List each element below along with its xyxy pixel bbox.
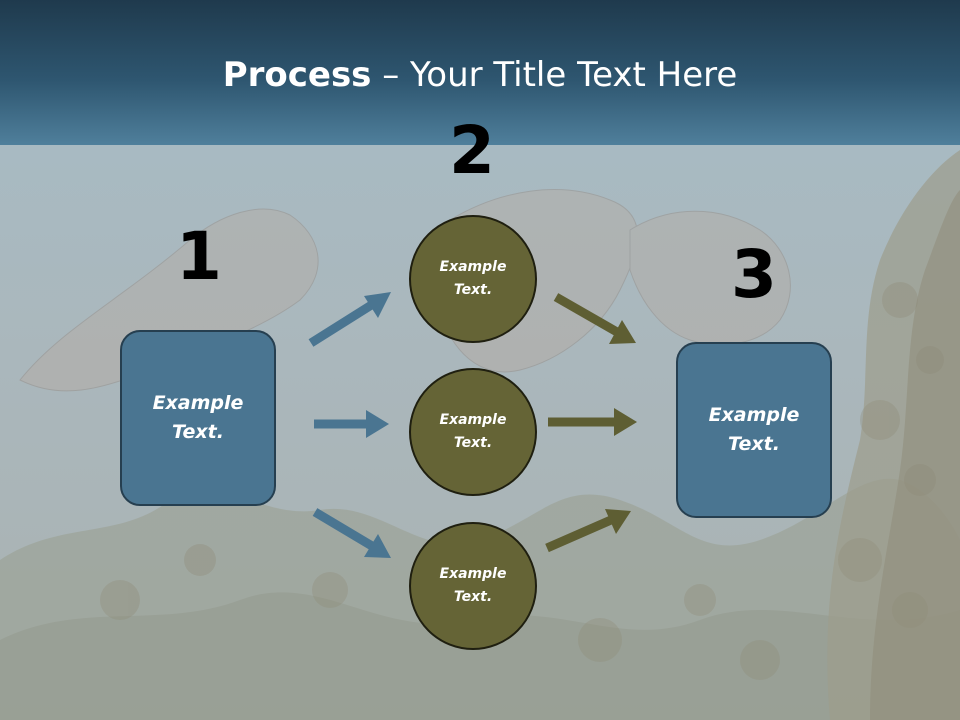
circle-bottom: Example Text.	[409, 522, 537, 650]
title-bar: Process – Your Title Text Here	[0, 0, 960, 145]
circle-middle-text: Example Text.	[439, 412, 507, 451]
slide-title: Process – Your Title Text Here	[0, 52, 960, 98]
step-number-2: 2	[449, 112, 495, 189]
right-box-text: Example Text.	[708, 404, 800, 455]
step-number-3: 3	[731, 236, 777, 313]
title-rest: – Your Title Text Here	[371, 55, 738, 95]
title-bold: Process	[222, 55, 372, 95]
left-box-text: Example Text.	[152, 392, 244, 443]
circle-bottom-text: Example Text.	[439, 566, 507, 605]
right-process-box: Example Text.	[676, 342, 832, 518]
circle-middle: Example Text.	[409, 368, 537, 496]
circle-top: Example Text.	[409, 215, 537, 343]
left-process-box: Example Text.	[120, 330, 276, 506]
step-number-1: 1	[176, 218, 222, 295]
circle-top-text: Example Text.	[439, 259, 507, 298]
